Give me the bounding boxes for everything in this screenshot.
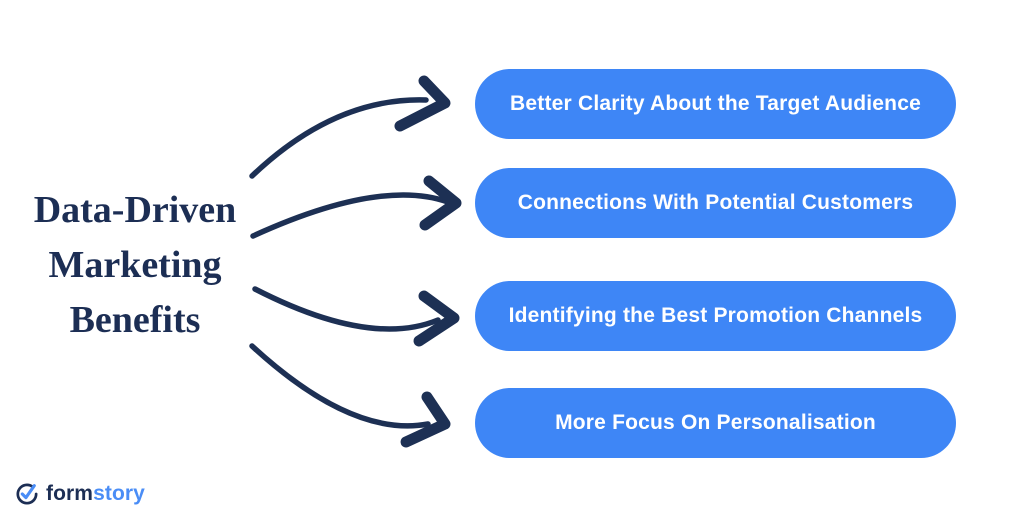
benefit-pill-personalisation: More Focus On Personalisation (475, 388, 956, 458)
benefit-pill-target-audience: Better Clarity About the Target Audience (475, 69, 956, 139)
check-circle-icon (16, 483, 38, 505)
title-line-3: Benefits (69, 299, 201, 341)
page-title: Data-Driven Marketing Benefits (10, 183, 260, 348)
benefit-pill-promotion-channels: Identifying the Best Promotion Channels (475, 281, 956, 351)
benefit-pill-potential-customers: Connections With Potential Customers (475, 168, 956, 238)
logo-text-form: form (46, 481, 94, 505)
title-line-2: Marketing (48, 244, 222, 286)
curved-arrow-icon (250, 175, 462, 239)
title-line-1: Data-Driven (33, 189, 237, 231)
curved-arrow-icon (249, 75, 451, 179)
curved-arrow-icon (252, 286, 460, 347)
curved-arrow-icon (249, 343, 451, 448)
formstory-logo: formstory (15, 481, 145, 506)
logo-wordmark: formstory (46, 482, 145, 506)
logo-text-story: story (93, 481, 145, 505)
